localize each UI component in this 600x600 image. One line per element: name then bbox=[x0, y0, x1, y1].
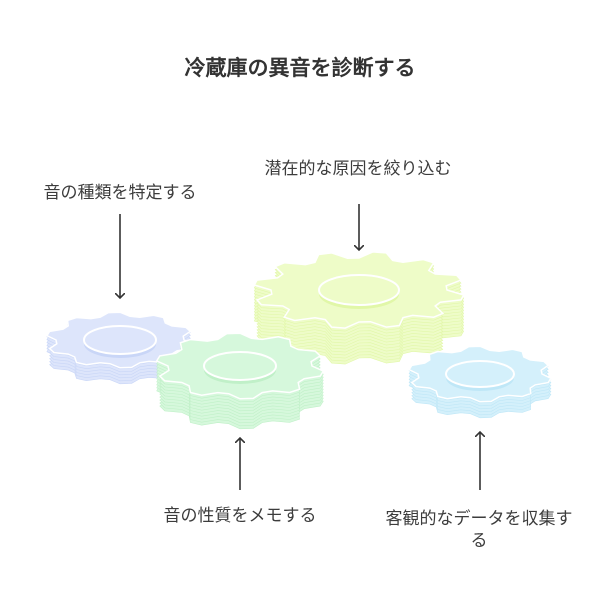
step-label-identify: 音の種類を特定する bbox=[43, 183, 197, 203]
step-label-collect: 客観的なデータを収集する bbox=[385, 509, 573, 551]
diagram-title: 冷蔵庫の異音を診断する bbox=[184, 56, 416, 80]
step-label-narrow: 潜在的な原因を絞り込む bbox=[264, 159, 452, 179]
gear-icon bbox=[155, 332, 325, 430]
gear-icon bbox=[253, 251, 465, 365]
step-label-memo: 音の性質をメモする bbox=[163, 506, 317, 526]
gear-icon bbox=[408, 345, 552, 419]
